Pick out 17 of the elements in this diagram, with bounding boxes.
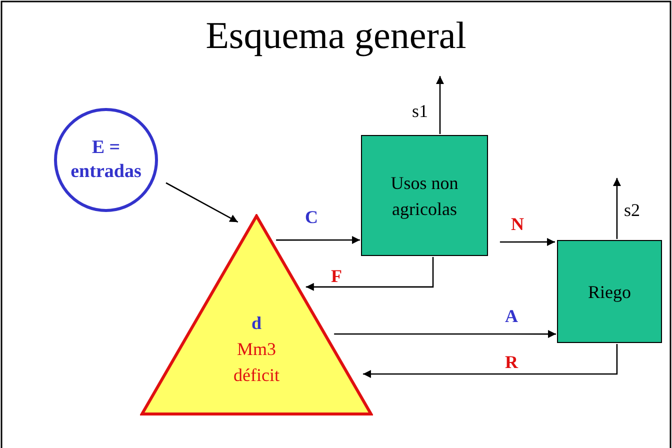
arrow	[276, 236, 360, 244]
node-text: E = entradas	[70, 136, 142, 184]
title: Esquema general	[204, 14, 468, 58]
process-box	[361, 135, 488, 256]
node-text: Mm3 déficit	[232, 338, 280, 387]
arrow	[306, 256, 434, 291]
arrow	[612, 178, 621, 239]
input-circle	[54, 108, 158, 212]
arrow	[500, 238, 555, 246]
node-text: Usos non agricolas	[390, 172, 460, 221]
arrow	[362, 344, 618, 378]
variable-label: d	[250, 312, 262, 335]
process-box	[557, 240, 662, 343]
arrow	[166, 182, 238, 223]
arrow	[334, 330, 556, 338]
node-text: Riego	[588, 280, 631, 304]
arrow	[436, 76, 444, 134]
